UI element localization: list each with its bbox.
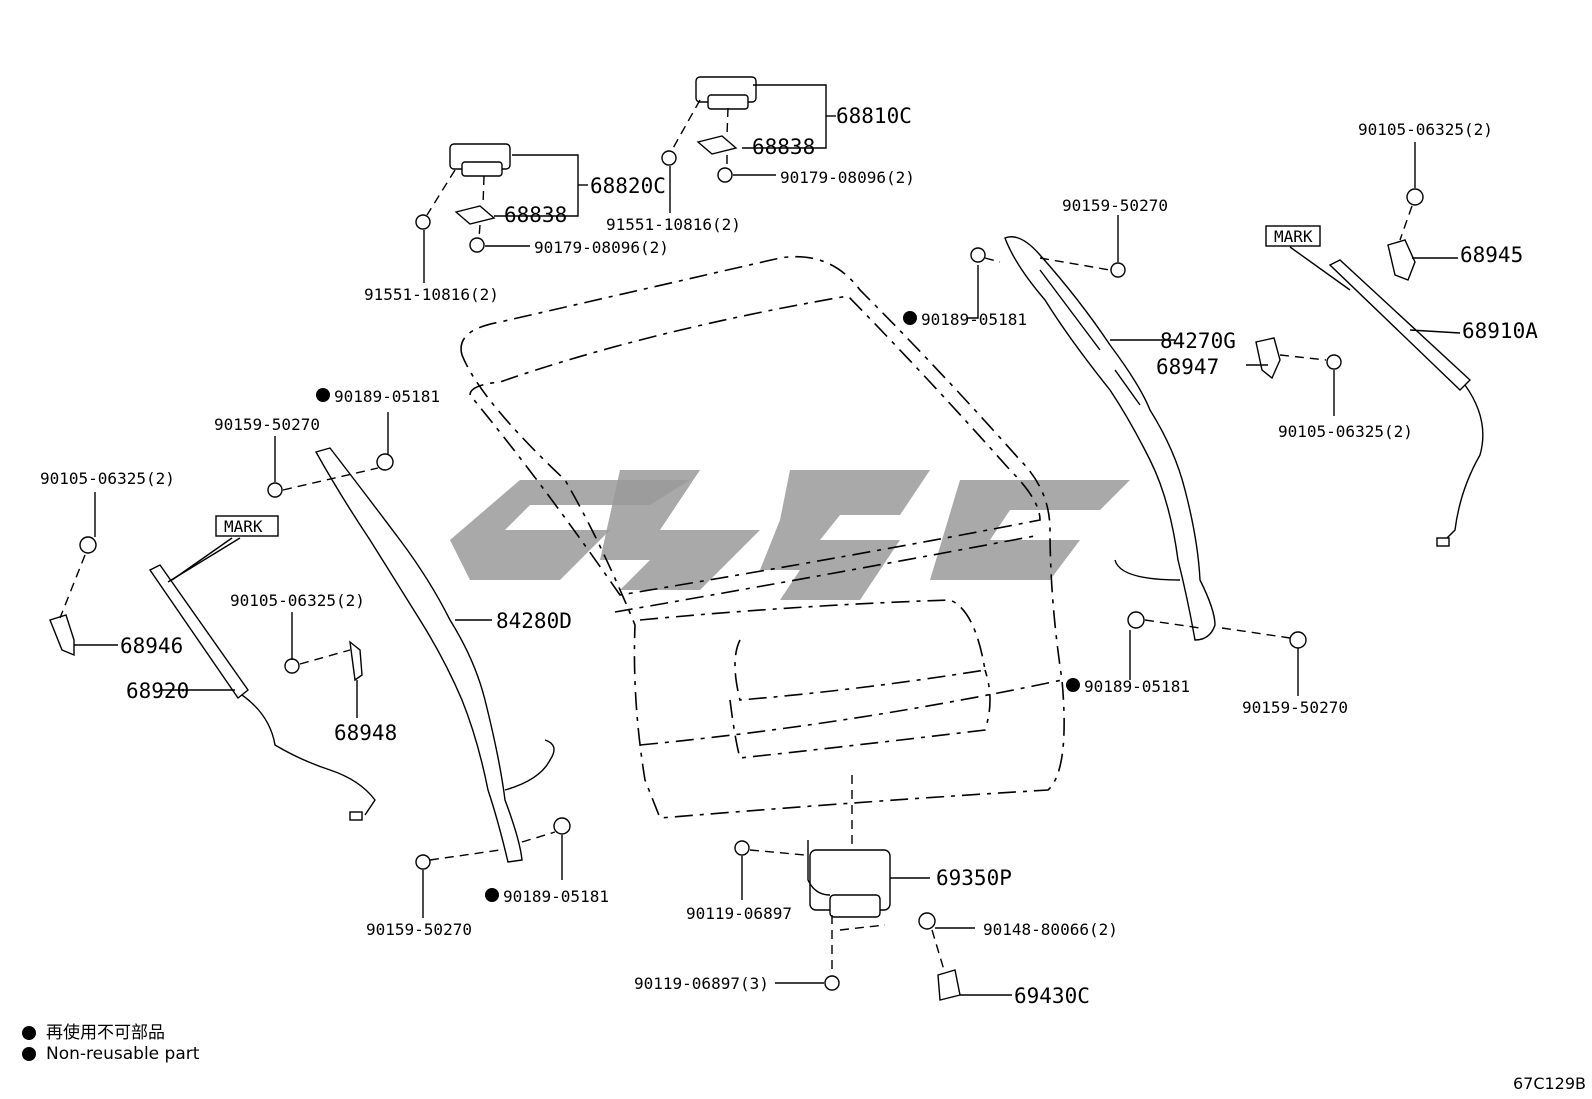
label-68810C: 68810C	[836, 104, 912, 128]
label-90105-top-right: 90105-06325(2)	[1358, 120, 1493, 139]
legend-line-english: Non-reusable part	[22, 1044, 199, 1064]
garnish-84270G	[968, 215, 1307, 696]
label-90159-bottom-left: 90159-50270	[366, 920, 472, 939]
diagram-code: 67C129B	[1512, 1074, 1586, 1093]
hinge-68820C	[415, 143, 588, 283]
label-90179-lower: 90179-08096(2)	[534, 238, 669, 257]
non-reusable-dot	[1066, 678, 1080, 692]
bracket-68948	[284, 612, 363, 718]
label-68945: 68945	[1460, 243, 1523, 267]
lock-69350P	[734, 775, 930, 991]
legend-dot-icon	[22, 1026, 36, 1040]
label-68947: 68947	[1156, 355, 1219, 379]
label-90105-mid-right: 90105-06325(2)	[1278, 422, 1413, 441]
non-reusable-dot	[903, 311, 917, 325]
label-91551-upper: 91551-10816(2)	[606, 215, 741, 234]
label-68920: 68920	[126, 679, 189, 703]
legend-line-japanese: 再使用不可部品	[22, 1018, 165, 1043]
label-69350P: 69350P	[936, 866, 1012, 890]
label-90159-right: 90159-50270	[1242, 698, 1348, 717]
label-90105-center: 90105-06325(2)	[230, 591, 365, 610]
label-90119-upper: 90119-06897	[686, 904, 792, 923]
label-90179-upper: 90179-08096(2)	[780, 168, 915, 187]
bracket-68947	[1246, 337, 1342, 416]
striker-69430C	[918, 912, 1012, 1001]
label-68820C: 68820C	[590, 174, 666, 198]
label-68838-lower: 68838	[504, 203, 567, 227]
non-reusable-dot	[316, 388, 330, 402]
legend-text-japanese: 再使用不可部品	[46, 1023, 165, 1043]
label-90189-mid-left: 90189-05181	[334, 387, 440, 406]
hinge-68810C	[661, 76, 836, 213]
label-84270G: 84270G	[1160, 329, 1236, 353]
mark-label-left: MARK	[224, 517, 263, 536]
label-90189-top-right: 90189-05181	[921, 310, 1027, 329]
watermark-logo	[450, 470, 1130, 600]
stay-68910A	[1265, 142, 1484, 547]
legend-dot-icon	[22, 1047, 36, 1061]
label-68948: 68948	[334, 721, 397, 745]
label-90159-top-right: 90159-50270	[1062, 196, 1168, 215]
label-69430C: 69430C	[1014, 984, 1090, 1008]
label-68838-upper: 68838	[752, 135, 815, 159]
label-90189-right: 90189-05181	[1084, 677, 1190, 696]
label-91551-lower: 91551-10816(2)	[364, 285, 499, 304]
non-reusable-dot	[485, 888, 499, 902]
legend-text-english: Non-reusable part	[46, 1044, 200, 1064]
mark-label-right: MARK	[1274, 227, 1313, 246]
label-90148: 90148-80066(2)	[983, 920, 1118, 939]
label-84280D: 84280D	[496, 609, 572, 633]
back-door-outline	[460, 255, 1065, 819]
garnish-84280D	[267, 412, 571, 918]
label-68946: 68946	[120, 634, 183, 658]
label-68910A: 68910A	[1462, 319, 1538, 343]
label-90119-lower: 90119-06897(3)	[634, 974, 769, 993]
label-90159-mid-left: 90159-50270	[214, 415, 320, 434]
stay-68920	[49, 492, 376, 821]
label-90105-left: 90105-06325(2)	[40, 469, 175, 488]
label-90189-bottom-left: 90189-05181	[503, 887, 609, 906]
